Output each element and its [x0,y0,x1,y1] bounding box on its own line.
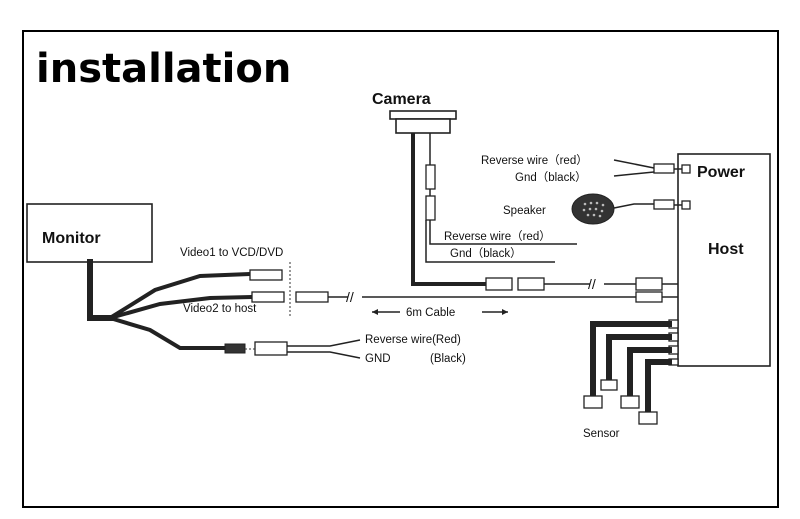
video2-cable [109,295,253,320]
camera-gnd-wire [425,220,555,263]
speaker-icon [571,193,615,225]
speaker-plug [653,199,675,210]
camera-body [389,110,457,120]
monitor-harness [87,259,113,321]
video1-cable [108,272,251,320]
camera-connector-top [425,164,436,190]
speaker-port [681,200,691,210]
power-reverse-wire [613,159,655,169]
monitor-gnd-label: GND [365,353,391,365]
cable-break-mark-host: // [588,276,596,292]
power-gnd-wire [613,171,655,177]
power-harness-cable [109,316,225,350]
extension-cable-connector [295,291,329,303]
power-gnd-label: Gnd（black） [515,171,587,184]
camera-cable [411,133,486,286]
power-port [681,164,691,174]
camera-reverse-label: Reverse wire（red） [444,230,551,243]
sensor-icon-2 [600,379,618,391]
monitor-label: Monitor [42,230,101,247]
camera-rca-plug [485,277,513,291]
camera-gnd-label: Gnd（black） [450,247,522,260]
host-box [677,153,771,367]
speaker-grille [582,201,605,218]
monitor-power-plug [224,343,246,354]
video2-label: Video2 to host [183,303,257,315]
sensor-label: Sensor [583,428,620,440]
sensor-cable-1 [590,321,672,399]
sensor-cable-4 [645,359,672,415]
speaker-label: Speaker [503,205,546,217]
camera-reverse-wire [429,220,577,245]
host-label: Host [708,241,744,258]
diagram-title: installation [36,46,291,92]
monitor-gnd-wire [287,351,361,359]
power-plug [653,163,675,174]
arrow-right-icon [502,309,508,315]
camera-mount [395,118,451,134]
video1-label: Video1 to VCD/DVD [180,247,283,259]
camera-connector-bottom [425,195,436,221]
sensor-icon-3 [620,395,640,409]
sensor-icon-4 [638,411,658,425]
monitor-box [26,203,153,263]
cable-break-mark-monitor: // [346,289,354,305]
arrow-left-icon [372,309,378,315]
power-label: Power [697,164,745,181]
sensor-icon-1 [583,395,603,409]
host-video-out-connector [635,291,663,303]
diagram-frame [22,30,779,508]
monitor-reverse-wire [287,339,361,347]
camera-label: Camera [372,91,431,108]
cable-label: 6m Cable [406,307,455,319]
sensor-cable-2 [606,334,672,383]
monitor-power-socket [254,341,288,356]
monitor-black-label: (Black) [430,353,466,365]
sensor-cable-3 [627,347,672,399]
host-video-in-connector [635,277,663,291]
camera-rca-socket [517,277,545,291]
video2-connector [251,291,285,303]
speaker-wire [613,203,654,209]
monitor-reverse-label: Reverse wire(Red) [365,334,461,346]
video1-connector [249,269,283,281]
power-reverse-label: Reverse wire（red） [481,154,588,167]
